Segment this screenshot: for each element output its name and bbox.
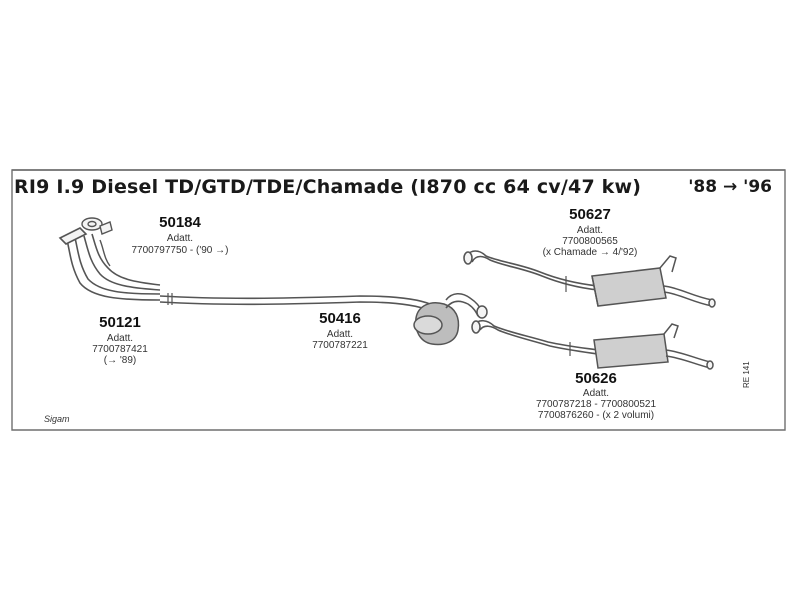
part-code-50416: 50416 [319, 310, 361, 327]
part-50627-silencer [591, 255, 716, 308]
part-note-50626-line1: Adatt. [582, 388, 610, 399]
part-note-50121-line3: (→ '89) [103, 355, 137, 366]
part-code-50184: 50184 [159, 214, 201, 231]
part-note-50416-line2: 7700787221 [312, 340, 368, 351]
part-50627-rear-pipe [463, 250, 599, 292]
part-note-50626-line3: 7700876260 - (x 2 volumi) [537, 410, 655, 421]
part-note-50121-line1: Adatt. [106, 333, 134, 344]
year-range: '88 → '96 [688, 177, 772, 197]
part-note-50627-line1: Adatt. [576, 225, 604, 236]
part-note-50184-line1: Adatt. [166, 233, 194, 244]
part-note-50184-line2: 7700797750 - ('90 →) [131, 245, 229, 256]
part-note-50627-line2: 7700800565 [562, 236, 618, 247]
part-50626-silencer [593, 323, 714, 370]
part-50626-rear-pipe [471, 319, 599, 356]
part-note-50627-line3: (x Chamade → 4/'92) [542, 247, 638, 258]
diagram-title: RI9 I.9 Diesel TD/GTD/TDE/Chamade (I870 … [14, 176, 642, 198]
part-50121-downpipe [58, 227, 161, 301]
part-note-50121-line2: 7700787421 [92, 344, 148, 355]
part-code-50121: 50121 [99, 314, 141, 331]
part-50184-flange [81, 217, 113, 267]
part-code-50627: 50627 [569, 206, 611, 223]
part-note-50416-line1: Adatt. [326, 329, 354, 340]
part-50416-silencer [413, 293, 488, 346]
part-50416-midpipe [159, 293, 431, 311]
brand-logo: Sigam [44, 414, 70, 424]
part-note-50626-line2: 7700787218 - 7700800521 [535, 399, 657, 410]
part-code-50626: 50626 [575, 370, 617, 387]
reference-code: RE 141 [742, 361, 751, 388]
